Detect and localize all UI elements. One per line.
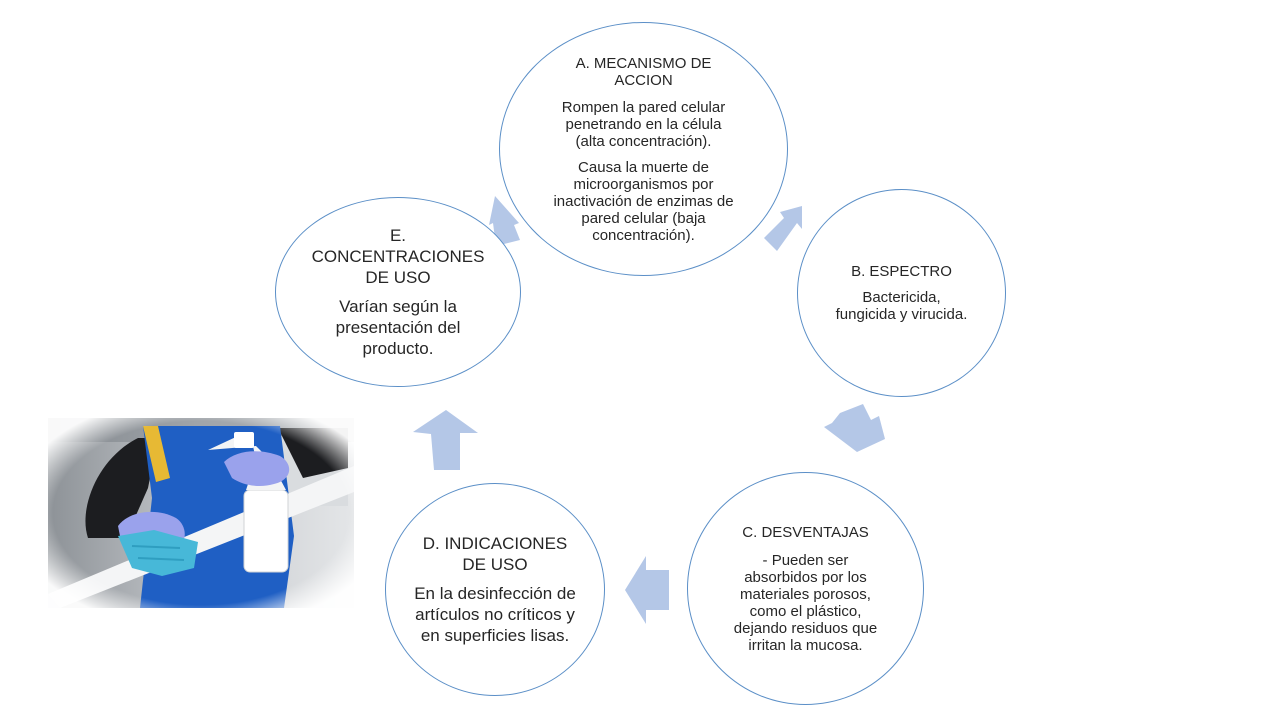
node-desventajas: C. DESVENTAJAS - Pueden ser absorbidos p…	[687, 472, 924, 705]
arrow-e-to-a	[489, 196, 520, 246]
node-text: Varían según la presentación del product…	[335, 297, 461, 358]
arrow-c-to-d	[625, 556, 669, 624]
node-title: A. MECANISMO DE ACCION	[575, 54, 712, 89]
arrow-b-to-c	[824, 404, 885, 452]
node-text: En la desinfección de artículos no críti…	[414, 584, 576, 645]
node-indicaciones-de-uso: D. INDICACIONES DE USO En la desinfecció…	[385, 483, 605, 696]
cleaning-photo	[48, 418, 354, 608]
node-mecanismo-de-accion: A. MECANISMO DE ACCION Rompen la pared c…	[499, 22, 788, 276]
node-title: C. DESVENTAJAS	[742, 523, 869, 541]
node-title: B. ESPECTRO	[851, 263, 952, 280]
node-concentraciones-de-uso: E. CONCENTRACIONES DE USO Varían según l…	[275, 197, 521, 387]
arrow-d-to-e	[413, 410, 478, 470]
node-title: D. INDICACIONES DE USO	[422, 534, 568, 574]
node-espectro: B. ESPECTRO Bactericida, fungicida y vir…	[797, 189, 1006, 397]
node-text: Causa la muerte de microorganismos por i…	[553, 158, 734, 244]
node-text: Rompen la pared celular penetrando en la…	[561, 98, 726, 150]
node-title: E. CONCENTRACIONES DE USO	[311, 226, 485, 287]
node-text: - Pueden ser absorbidos por los material…	[733, 551, 878, 654]
node-text: Bactericida, fungicida y virucida.	[835, 289, 968, 323]
arrow-a-to-b	[764, 206, 802, 251]
